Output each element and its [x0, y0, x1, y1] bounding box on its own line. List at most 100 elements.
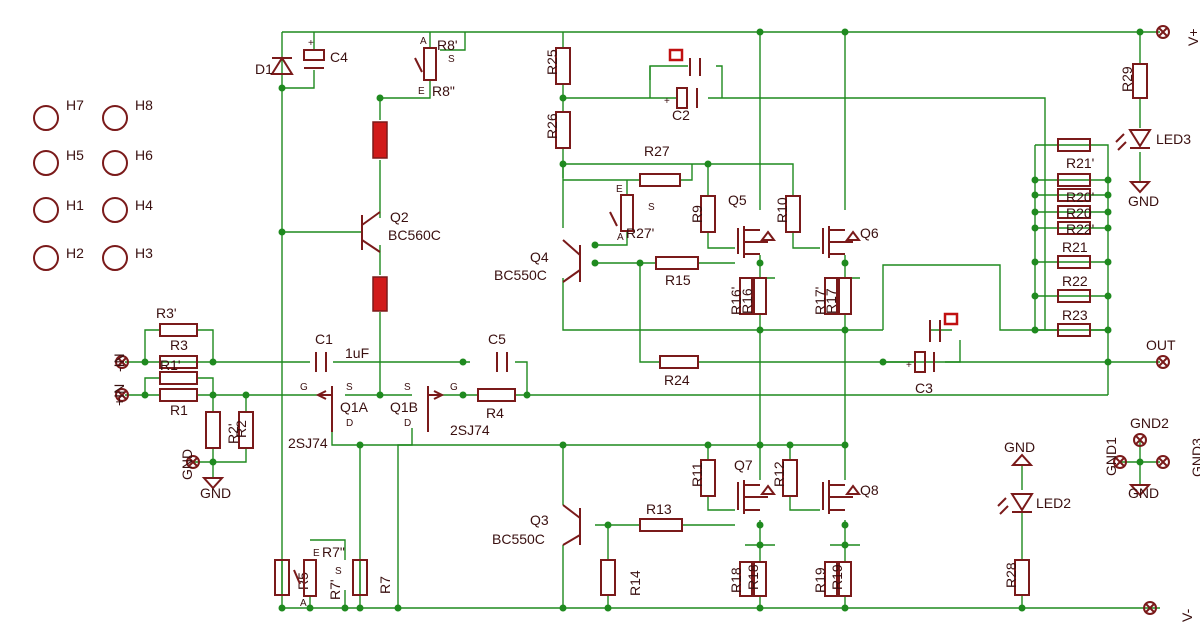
- c1-label: C1: [315, 331, 333, 347]
- r17a-label: R17': [812, 287, 828, 315]
- resistor-r25: R25: [544, 47, 571, 85]
- r29-label: R29: [1119, 66, 1135, 92]
- resistor-r24: R24: [659, 355, 699, 388]
- resistor-r7: R7: [352, 559, 393, 596]
- hole-h5-label: H5: [66, 147, 84, 163]
- gnd-symbol-led2: GND: [1004, 439, 1035, 466]
- r8-pin-s: S: [448, 54, 455, 65]
- led-led3: LED3: [1115, 129, 1191, 151]
- q1a-label: Q1A: [340, 399, 369, 415]
- hole-h6: H6: [102, 147, 153, 176]
- hole-h4: H4: [102, 197, 153, 223]
- gnd-input-pad-label: GND: [179, 449, 195, 480]
- mosfet-q6: Q6: [822, 225, 879, 258]
- resistor-r4: R4: [477, 388, 516, 421]
- vminus-label: V-: [1179, 608, 1195, 622]
- q6-label: Q6: [860, 225, 879, 241]
- pad-gnd2: GND2: [1130, 415, 1169, 447]
- resistor-red-upper: [372, 121, 388, 159]
- q1a-part: 2SJ74: [288, 435, 328, 451]
- r27-pin-s: S: [648, 202, 655, 213]
- resistor-r15: R15: [655, 256, 699, 288]
- q1a-pin-s: S: [346, 382, 353, 393]
- resistor-r9: R9: [689, 195, 716, 233]
- trimmer-r8: A E S R8' R8": [414, 36, 458, 99]
- r16a-label: R16': [728, 287, 744, 315]
- r24-label: R24: [664, 372, 690, 388]
- pad-out: OUT: [1146, 337, 1176, 369]
- q3-label: Q3: [530, 512, 549, 528]
- r3-label: R3: [170, 337, 188, 353]
- gnd-symbol-input: GND: [200, 477, 231, 501]
- q4-label: Q4: [530, 249, 549, 265]
- c5-label: C5: [488, 331, 506, 347]
- mosfet-q7: Q7: [734, 457, 776, 514]
- transistor-q2: Q2 BC560C: [361, 209, 441, 253]
- r17b-label: R17: [823, 288, 839, 314]
- resistor-r11: R11: [689, 459, 716, 497]
- q2-label: Q2: [390, 209, 409, 225]
- resistor-r29: R29: [1119, 63, 1148, 99]
- trimmer-r7: E A S R7" R7': [293, 544, 345, 609]
- out-label: OUT: [1146, 337, 1176, 353]
- capacitor-c5: C5: [488, 331, 508, 372]
- q1b-pin-d: D: [404, 418, 411, 429]
- led2-label: LED2: [1036, 495, 1071, 511]
- gnd1-label: GND1: [1103, 437, 1119, 476]
- svg-text:+: +: [906, 360, 912, 371]
- resistor-r26: R26: [544, 111, 571, 149]
- jfet-q1a: G S D Q1A 2SJ74: [288, 382, 369, 451]
- q4-part: BC550C: [494, 267, 547, 283]
- hole-h5: H5: [33, 147, 84, 176]
- capacitor-c3: + C3: [906, 312, 959, 396]
- r19b-label: R19: [829, 564, 845, 590]
- resistor-r12: R12: [771, 459, 798, 497]
- r10-label: R10: [774, 197, 790, 223]
- svg-text:+: +: [308, 38, 314, 49]
- r4-label: R4: [486, 405, 504, 421]
- r21a-label: R21': [1066, 155, 1094, 171]
- r18-label: R18: [728, 567, 744, 593]
- r16b-label: R16: [739, 288, 755, 314]
- d1-label: D1: [255, 61, 273, 77]
- mosfet-q5: Q5: [728, 192, 776, 258]
- resistor-red-lower: [372, 276, 388, 312]
- resistor-r16: R16' R16: [728, 277, 767, 315]
- c2-label: C2: [672, 107, 690, 123]
- resistor-r14: R14: [600, 559, 643, 596]
- svg-text:+: +: [664, 96, 670, 107]
- r23-label: R23: [1062, 307, 1088, 323]
- transistor-q3: Q3 BC550C: [492, 504, 581, 547]
- jfet-q1b: S G D Q1B 2SJ74: [390, 382, 490, 438]
- r8b-label: R8": [432, 83, 455, 99]
- q1b-pin-g: G: [450, 382, 458, 393]
- resistor-r19: R19 R19: [812, 561, 852, 597]
- r22-label: R22: [1062, 273, 1088, 289]
- pad-in-minus: -IN: [111, 353, 129, 372]
- gnd-right-label: GND: [1128, 485, 1159, 501]
- q1a-pin-d: D: [346, 418, 353, 429]
- resistor-r18: R18 R18: [728, 561, 767, 597]
- gnd2-label: GND2: [1130, 415, 1169, 431]
- r20a-label: R20': [1066, 189, 1094, 205]
- r26-label: R26: [544, 113, 560, 139]
- r13-label: R13: [646, 501, 672, 517]
- led-led2: LED2: [997, 493, 1071, 515]
- r1-label: R1: [170, 402, 188, 418]
- r28-label: R28: [1003, 562, 1019, 588]
- r3a-label: R3': [156, 305, 177, 321]
- transistor-q4: Q4 BC550C: [494, 239, 581, 283]
- resistor-r27: R27: [639, 143, 681, 187]
- hole-h3: H3: [102, 245, 153, 271]
- r7-pin-a: A: [300, 598, 307, 609]
- c1-value: 1uF: [345, 345, 369, 361]
- led3-label: LED3: [1156, 131, 1191, 147]
- pad-in-plus: +IN: [111, 384, 129, 406]
- r27-label: R27: [644, 143, 670, 159]
- capacitor-c4: + C4: [303, 38, 348, 69]
- gnd-input-label: GND: [200, 485, 231, 501]
- pad-gnd1: GND1: [1103, 437, 1127, 476]
- r27-pin-a: A: [617, 232, 624, 243]
- r8-pin-a: A: [420, 36, 427, 47]
- resistor-r3a: R3': [156, 305, 198, 337]
